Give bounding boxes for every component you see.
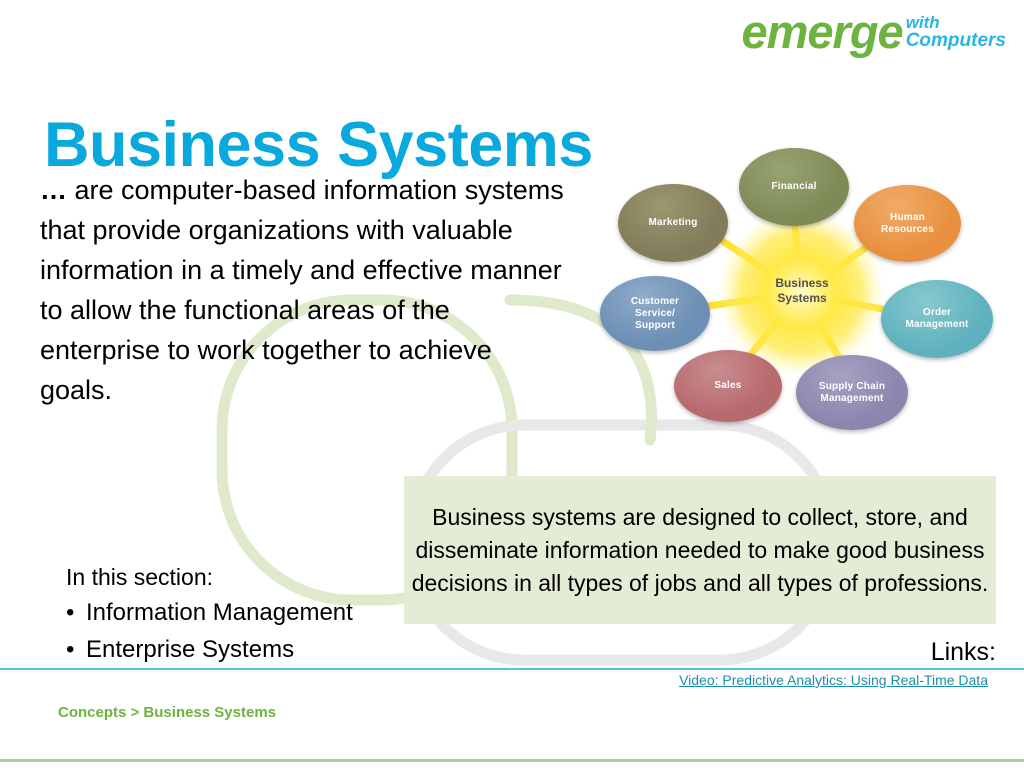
brand-logo-tagline-line1: with [905,13,940,32]
list-item[interactable]: • Information Management [66,594,353,631]
brand-logo-tagline-line2: Computers [905,30,1006,52]
diagram-node-sales[interactable]: Sales [674,350,782,422]
list-item-label: Enterprise Systems [86,636,295,663]
diagram-hub-label-line2: Systems [777,291,827,305]
footer-divider [0,759,1024,762]
links-list: Video: Predictive Analytics: Using Real-… [679,672,988,690]
brand-logo-wordmark: emerge [741,5,903,58]
in-this-section-list: • Information Management • Enterprise Syst… [66,594,353,668]
diagram-node-sales-label: Sales [714,380,742,391]
diagram-hub-label: Business Systems [756,276,848,306]
bullet-icon: • [66,636,75,663]
diagram-spokes-and-hub-svg [704,209,896,377]
lede-paragraph: … are computer-based information systems… [40,170,565,410]
diagram-node-marketing[interactable]: Marketing [618,184,728,262]
links-label: Links: [930,638,996,666]
list-item-label: Information Management [86,599,353,626]
lede-ellipsis: … [40,175,67,205]
breadcrumb: Concepts > Business Systems [58,704,277,721]
callout-text: Business systems are designed to collect… [411,503,989,596]
diagram-hub-label-line1: Business [775,276,829,290]
in-this-section-heading: In this section: [66,564,214,590]
in-this-section: In this section: • Information Management… [66,560,353,668]
brand-logo: emerge with Computers [741,8,1006,55]
page-title: Business Systems [44,110,593,181]
callout-box: Business systems are designed to collect… [404,476,996,624]
links-divider [0,668,1024,670]
diagram-node-financial-label: Financial [771,181,817,192]
business-systems-diagram: Business Systems Financial Marketing Hum… [596,138,1016,438]
bullet-icon: • [66,599,75,626]
brand-logo-tagline: with Computers [906,14,1006,51]
diagram-node-marketing-label: Marketing [648,217,698,228]
link-video-predictive-analytics[interactable]: Video: Predictive Analytics: Using Real-… [679,672,988,688]
lede-text: are computer-based information systems t… [40,175,564,405]
list-item[interactable]: • Enterprise Systems [66,631,353,668]
diagram-hub-glow [717,209,885,377]
diagram-node-financial[interactable]: Financial [739,148,849,226]
